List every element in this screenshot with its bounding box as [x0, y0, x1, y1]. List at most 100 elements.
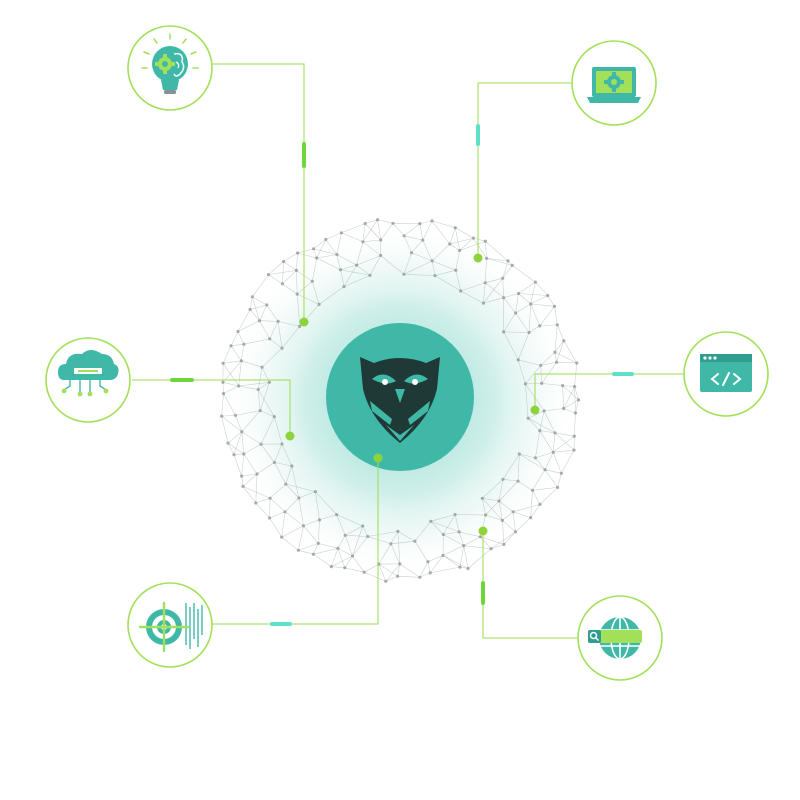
mesh-link: [539, 430, 554, 453]
mesh-link: [485, 241, 487, 259]
mesh-link: [503, 531, 516, 545]
mesh-node: [242, 342, 246, 346]
owl-shield-logo: [360, 357, 440, 443]
mesh-link: [230, 331, 239, 346]
mesh-link: [574, 386, 576, 414]
mesh-node: [556, 485, 560, 489]
mesh-link: [390, 531, 399, 544]
mesh-link: [432, 260, 456, 271]
mesh-link: [352, 525, 363, 557]
mesh-link: [455, 227, 460, 251]
mesh-link: [517, 480, 533, 491]
mesh-node: [221, 380, 225, 384]
mesh-link: [316, 254, 337, 259]
mesh-node: [250, 295, 254, 299]
mesh-link: [369, 255, 381, 276]
mesh-link: [563, 399, 579, 409]
mesh-link: [285, 465, 293, 485]
mesh-node: [500, 518, 504, 523]
mesh-link: [241, 431, 245, 455]
mesh-link: [443, 514, 456, 535]
mesh-node: [276, 319, 280, 323]
mesh-link: [539, 430, 556, 434]
mesh-link: [222, 382, 239, 387]
mesh-node: [510, 263, 514, 267]
mesh-link: [274, 416, 283, 445]
mesh-node: [454, 268, 458, 272]
mesh-link: [530, 282, 536, 305]
node-target[interactable]: [127, 582, 213, 668]
mesh-link: [250, 304, 267, 310]
mesh-link: [442, 545, 464, 556]
mesh-node: [240, 430, 244, 434]
mesh-link: [454, 514, 460, 532]
network-mesh: [220, 218, 581, 583]
mesh-link: [544, 469, 558, 488]
mesh-link: [281, 511, 286, 538]
mesh-link: [553, 435, 575, 453]
mesh-link: [362, 223, 366, 242]
mesh-link: [502, 278, 504, 298]
mesh-link: [544, 408, 564, 412]
mesh-link: [442, 555, 469, 569]
mesh-node: [389, 542, 393, 546]
mesh-node: [484, 513, 488, 517]
mesh-node: [226, 441, 230, 445]
mesh-link: [530, 303, 540, 327]
mesh-node: [426, 560, 430, 564]
mesh-link: [403, 274, 436, 276]
mesh-link: [243, 338, 270, 345]
mesh-link: [530, 303, 555, 307]
mesh-link: [532, 469, 546, 491]
mesh-link: [284, 511, 304, 527]
mesh-link: [297, 293, 320, 305]
mesh-link: [281, 525, 304, 538]
mesh-link: [377, 219, 394, 224]
node-web[interactable]: [577, 595, 663, 681]
mesh-link: [473, 237, 486, 242]
mesh-link: [442, 555, 461, 568]
mesh-node: [379, 238, 383, 242]
mesh-link: [242, 486, 271, 499]
mesh-link: [403, 252, 412, 275]
mesh-node: [573, 384, 577, 389]
mesh-node: [384, 579, 388, 583]
mesh-link: [491, 544, 504, 549]
mesh-node: [516, 479, 520, 483]
target-icon: [138, 601, 203, 653]
mesh-node: [538, 324, 542, 328]
mesh-link: [252, 296, 260, 321]
mesh-node: [267, 380, 271, 384]
mesh-link: [340, 269, 371, 276]
mesh-link: [241, 360, 263, 368]
mesh-link: [556, 361, 577, 364]
mesh-link: [503, 312, 516, 333]
mesh-link: [257, 367, 263, 390]
mesh-link: [403, 235, 412, 253]
mesh-link: [392, 223, 405, 236]
node-cloud[interactable]: [45, 337, 131, 423]
mesh-link: [241, 473, 258, 477]
mesh-node: [280, 442, 284, 446]
mesh-link: [296, 270, 298, 295]
mesh-link: [283, 252, 298, 262]
mesh-link: [515, 303, 531, 314]
mesh-link: [242, 473, 258, 487]
mesh-link: [296, 294, 300, 327]
mesh-node: [355, 263, 359, 267]
mesh-node: [462, 544, 466, 548]
junction-idea: [299, 317, 309, 327]
mesh-node: [233, 413, 238, 417]
mesh-link: [298, 491, 316, 499]
node-code[interactable]: [683, 331, 769, 417]
mesh-node: [268, 496, 272, 500]
node-laptop[interactable]: [571, 40, 657, 126]
mesh-node: [296, 548, 300, 552]
mesh-link: [517, 453, 520, 482]
node-idea[interactable]: [127, 25, 213, 111]
mesh-link: [517, 332, 530, 361]
mesh-link: [528, 325, 540, 333]
mesh-link: [482, 498, 486, 516]
mesh-node: [391, 221, 395, 225]
mesh-link: [241, 453, 245, 477]
